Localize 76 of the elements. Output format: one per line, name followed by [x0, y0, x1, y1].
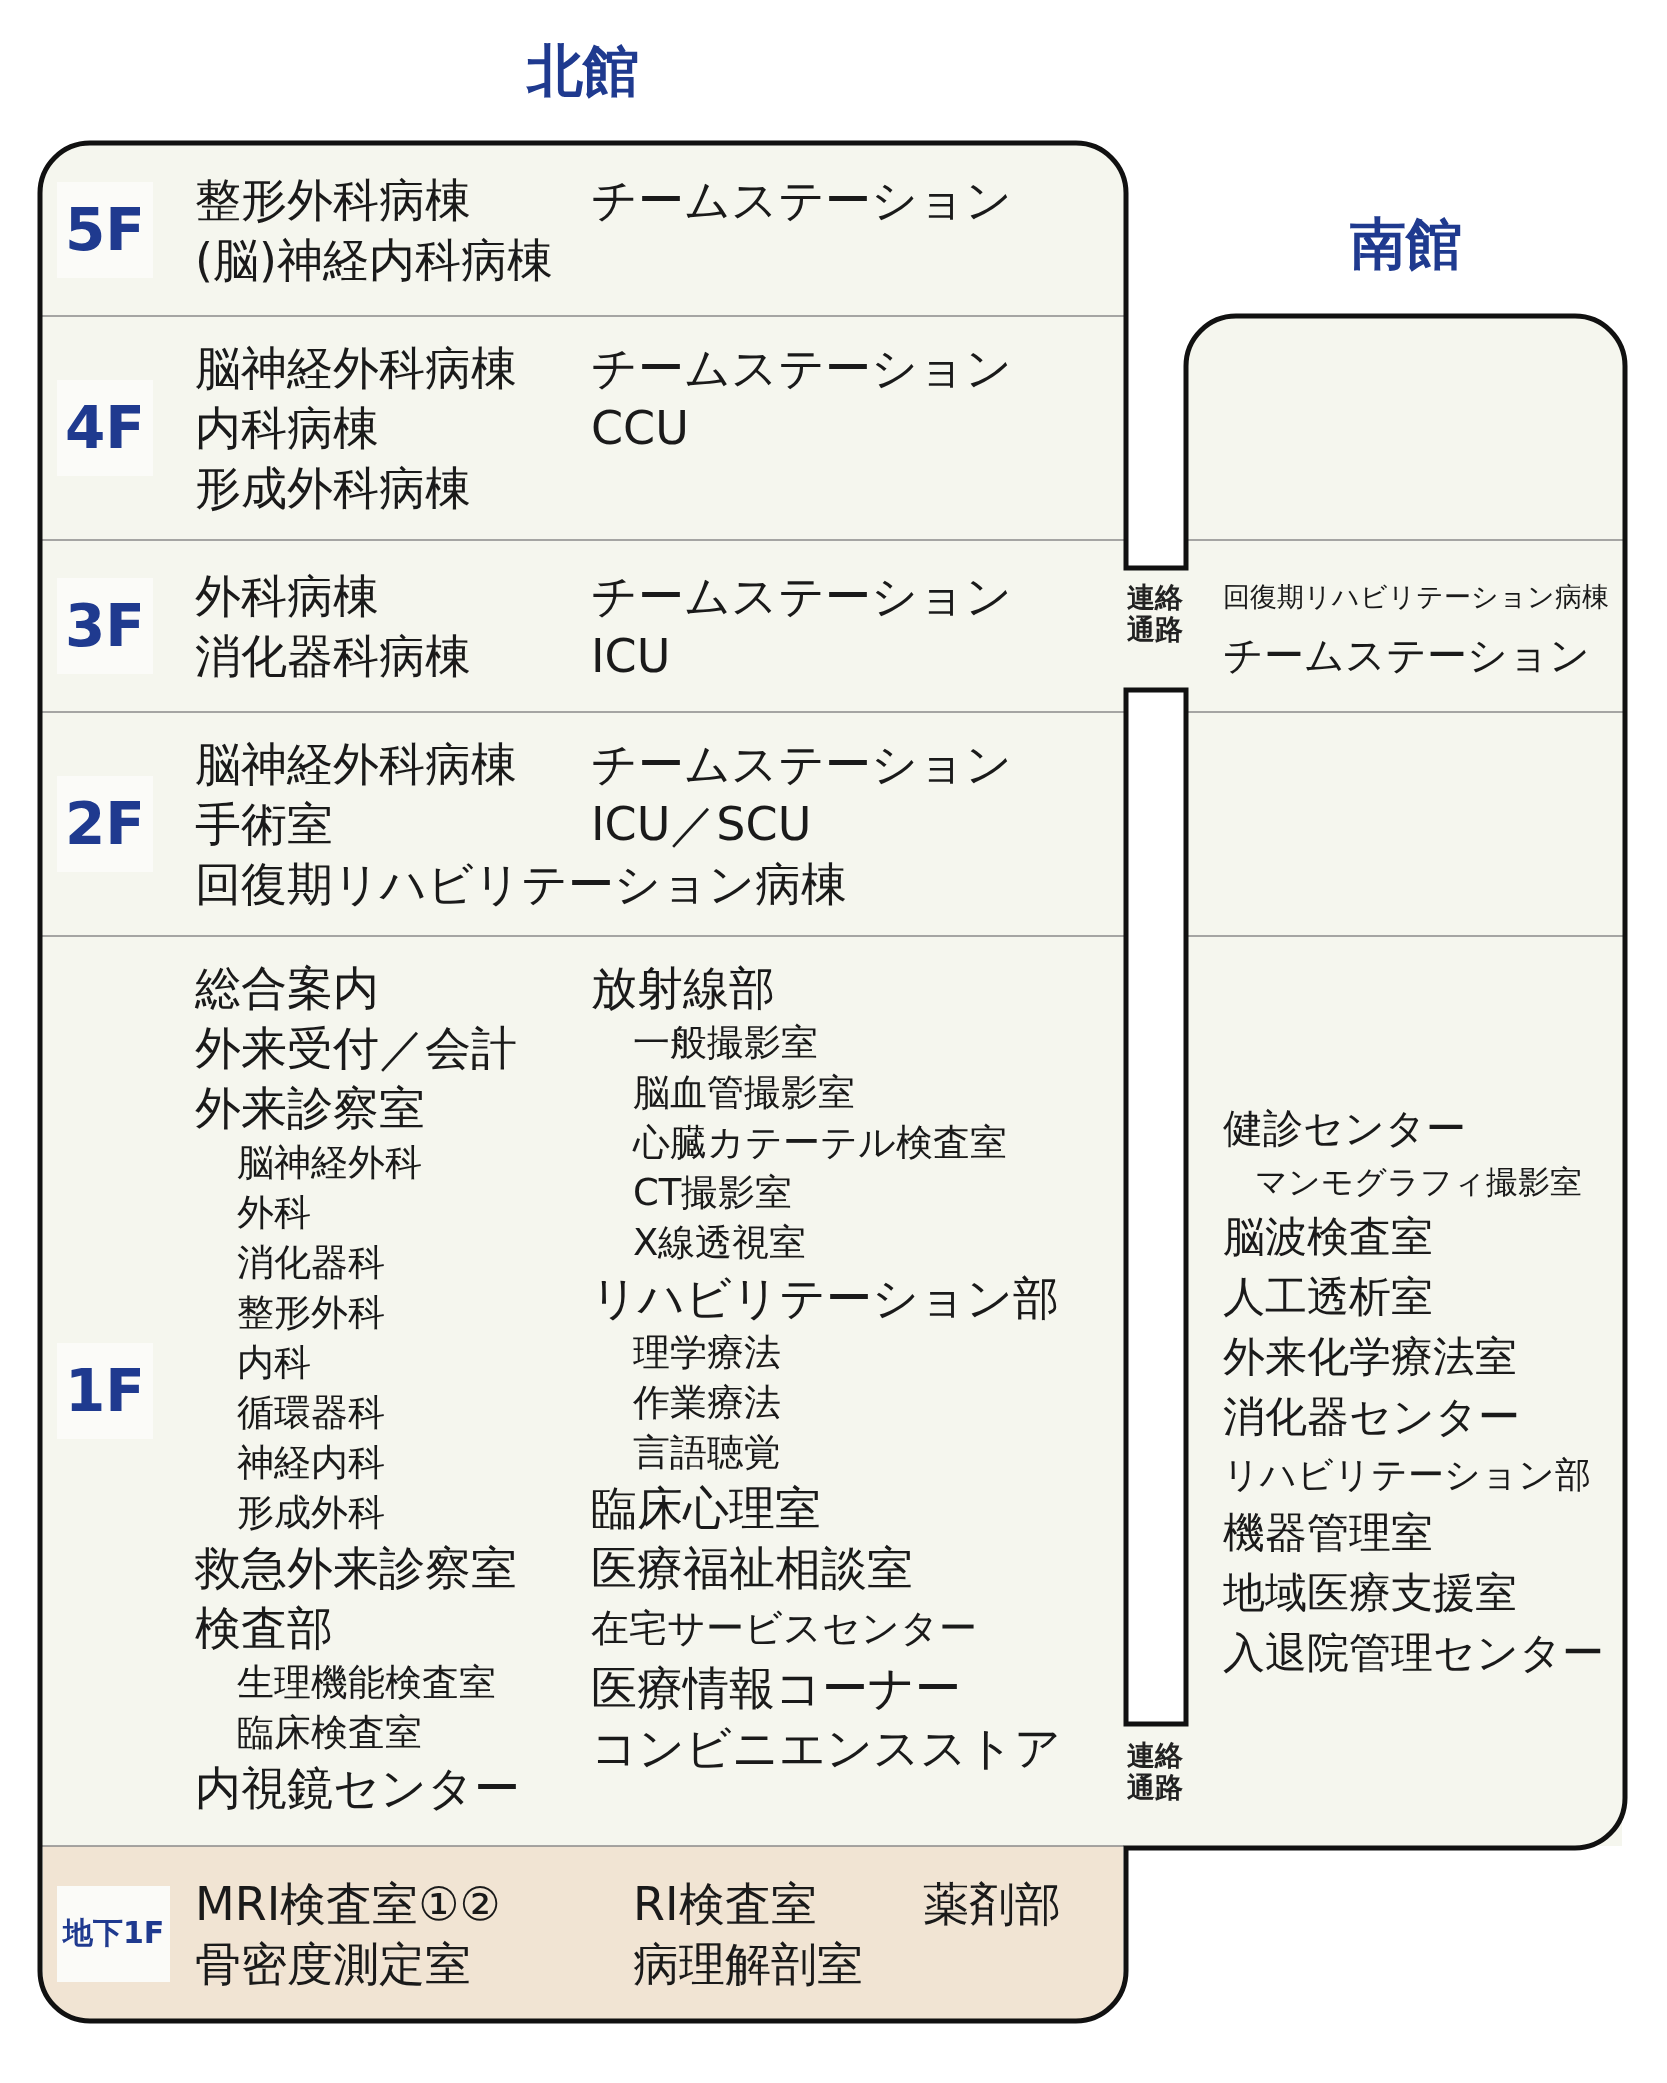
room-label: チームステーション — [591, 568, 1012, 625]
room-label: RI検査室 — [633, 1875, 817, 1933]
room-label: 外来受付／会計 — [195, 1020, 517, 1077]
room-label: 形成外科 — [236, 1490, 385, 1536]
room-label: 医療情報コーナー — [591, 1660, 961, 1717]
floor-badge: 地下1F — [57, 1885, 171, 1982]
floor-badge: 3F — [57, 578, 153, 674]
room-label: ICU／SCU — [591, 796, 812, 853]
room-label: MRI検査室①② — [195, 1875, 501, 1933]
room-label: チームステーション — [591, 340, 1012, 397]
room-label: 内視鏡センター — [195, 1760, 520, 1817]
room-label: マンモグラフィ撮影室 — [1254, 1162, 1582, 1203]
room-label: 外来化学療法室 — [1223, 1331, 1517, 1383]
room-label: 神経内科 — [236, 1440, 385, 1486]
room-label: 脳神経外科病棟 — [195, 736, 517, 793]
room-label: CT撮影室 — [632, 1170, 793, 1216]
room-label: 総合案内 — [195, 960, 379, 1017]
room-label: 言語聴覚 — [632, 1430, 781, 1476]
room-label: 一般撮影室 — [632, 1020, 818, 1066]
room-label: 脳神経外科 — [236, 1140, 422, 1186]
room-label: 手術室 — [195, 796, 333, 853]
room-label: 消化器科 — [236, 1240, 385, 1286]
room-label: 医療福祉相談室 — [591, 1540, 913, 1597]
floor-badge: 5F — [57, 181, 153, 278]
room-label: リハビリテーション部 — [1223, 1453, 1591, 1497]
room-label: 骨密度測定室 — [195, 1935, 471, 1993]
room-label: 整形外科病棟 — [195, 171, 471, 229]
building-title: 南館 — [1348, 210, 1463, 278]
room-label: 健診センター — [1223, 1104, 1466, 1153]
room-label: CCU — [591, 400, 689, 457]
room-label: X線透視室 — [632, 1220, 807, 1266]
room-label: 脳波検査室 — [1223, 1211, 1433, 1263]
room-label: 回復期リハビリテーション病棟 — [195, 856, 847, 913]
room-label: 心臓カテーテル検査室 — [631, 1120, 1007, 1166]
room-label: 人工透析室 — [1223, 1271, 1433, 1323]
room-label: 整形外科 — [236, 1290, 385, 1336]
room-label: 脳血管撮影室 — [632, 1070, 855, 1116]
room-label: 病理解剖室 — [633, 1935, 863, 1993]
room-label: コンビニエンスストア — [591, 1720, 1061, 1777]
room-label: 内科 — [236, 1340, 311, 1386]
room-label: 循環器科 — [236, 1390, 385, 1436]
building-title: 北館 — [525, 37, 640, 105]
floor-badge: 2F — [57, 776, 153, 872]
room-label: 内科病棟 — [195, 400, 379, 457]
floor-badge: 1F — [57, 1343, 153, 1439]
room-label: リハビリテーション部 — [591, 1270, 1059, 1327]
room-label: 地域医療支援室 — [1223, 1567, 1517, 1619]
room-label: 臨床心理室 — [591, 1480, 821, 1537]
room-label: 臨床検査室 — [236, 1710, 422, 1756]
room-label: 形成外科病棟 — [195, 460, 471, 517]
room-label: チームステーション — [1223, 631, 1590, 680]
room-label: 消化器センター — [1223, 1391, 1520, 1443]
room-label: 外来診察室 — [195, 1080, 425, 1137]
room-label: 救急外来診察室 — [195, 1540, 517, 1597]
passage-label: 連絡通路 — [1127, 582, 1183, 647]
room-label: 在宅サービスセンター — [591, 1605, 977, 1652]
room-label: 生理機能検査室 — [236, 1660, 496, 1706]
room-label: ICU — [591, 628, 671, 685]
room-label: 外科病棟 — [195, 568, 379, 625]
floor-section — [43, 1846, 1123, 2021]
floor-badge: 4F — [57, 380, 153, 476]
room-label: チームステーション — [591, 736, 1012, 793]
room-label: 機器管理室 — [1223, 1507, 1433, 1559]
room-label: 検査部 — [195, 1600, 333, 1657]
room-label: 入退院管理センター — [1223, 1627, 1604, 1679]
room-label: 消化器科病棟 — [195, 628, 471, 685]
room-label: 作業療法 — [632, 1380, 781, 1426]
room-label: 回復期リハビリテーション病棟 — [1223, 580, 1609, 614]
room-label: 外科 — [236, 1190, 311, 1236]
room-label: 脳神経外科病棟 — [195, 340, 517, 397]
room-label: 理学療法 — [632, 1330, 781, 1376]
room-label: (脳)神経内科病棟 — [195, 231, 553, 289]
room-label: 放射線部 — [591, 960, 775, 1017]
passage-label: 連絡通路 — [1127, 1740, 1183, 1805]
room-label: 薬剤部 — [923, 1875, 1061, 1933]
room-label: チームステーション — [591, 171, 1012, 229]
